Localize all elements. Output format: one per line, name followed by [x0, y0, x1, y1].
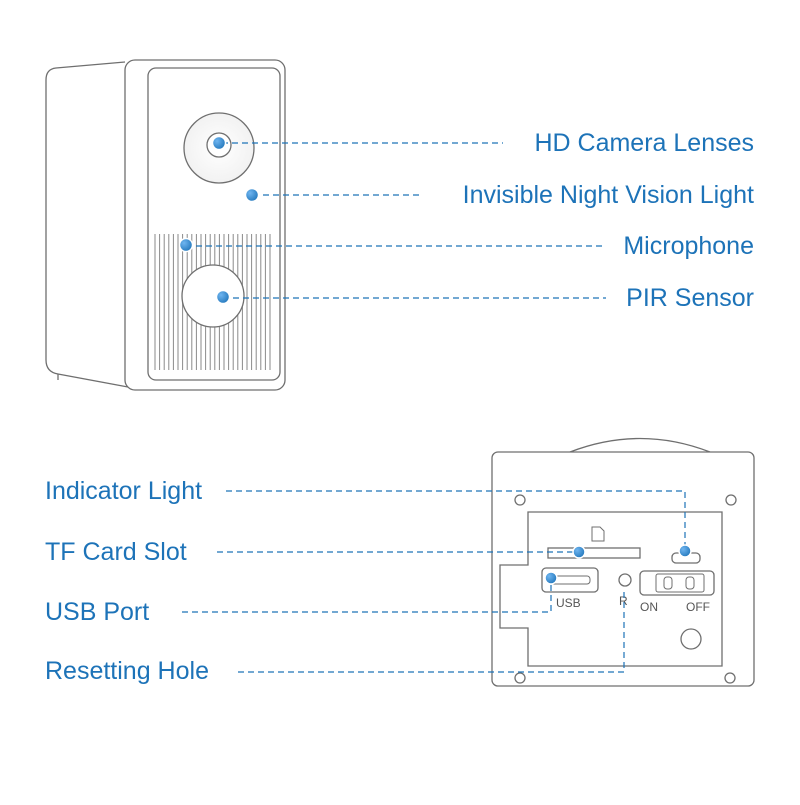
screw-icon: [514, 672, 526, 684]
reset-marking: R: [619, 594, 628, 608]
callout-dots: [178, 135, 692, 585]
sd-card-icon: [591, 526, 605, 542]
leader-line-indicator: [226, 490, 686, 550]
front-device-side: [45, 61, 129, 388]
callout-dot-indicator: [678, 544, 692, 558]
front-device: [45, 59, 286, 391]
label-microphone: Microphone: [623, 232, 754, 260]
leader-line-reset: [238, 590, 625, 673]
callout-dot-pir: [215, 289, 231, 305]
screw-icon: [724, 672, 736, 684]
label-indicator-light: Indicator Light: [45, 477, 203, 505]
back-device: [491, 437, 755, 687]
label-hd-camera-lenses: HD Camera Lenses: [534, 129, 754, 157]
power-switch-knob: [655, 573, 705, 593]
power-switch[interactable]: [639, 570, 715, 596]
round-button: [680, 628, 702, 650]
usb-marking: USB: [556, 596, 581, 610]
callout-dot-usb: [544, 571, 558, 585]
leader-line-usb: [182, 579, 552, 613]
switch-on-marking: ON: [640, 600, 658, 614]
callout-dot-tf: [572, 545, 586, 559]
back-device-body: [491, 451, 755, 687]
switch-off-marking: OFF: [686, 600, 710, 614]
callout-dot-camera: [211, 135, 227, 151]
back-device-panel: [499, 511, 723, 667]
callout-dot-night: [244, 187, 260, 203]
label-resetting-hole: Resetting Hole: [45, 657, 209, 685]
pir-sensor-lens: [181, 264, 245, 328]
reset-hole[interactable]: [618, 573, 632, 587]
screw-icon: [725, 494, 737, 506]
callout-dot-mic: [178, 237, 194, 253]
label-night-vision-light: Invisible Night Vision Light: [462, 181, 754, 209]
label-usb-port: USB Port: [45, 598, 150, 626]
back-device-dome: [569, 437, 711, 453]
tf-card-slot[interactable]: [547, 547, 641, 559]
label-pir-sensor: PIR Sensor: [626, 284, 754, 312]
leader-lines: [182, 142, 686, 673]
label-tf-card-slot: TF Card Slot: [45, 538, 187, 566]
screw-icon: [514, 494, 526, 506]
